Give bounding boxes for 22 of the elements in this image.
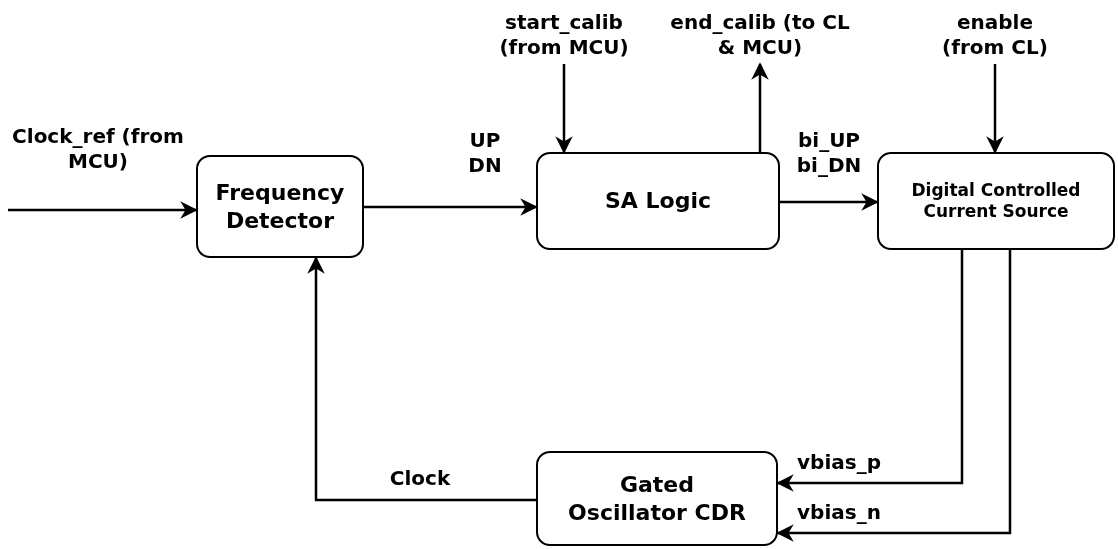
edge-label: bi_UP bi_DN: [795, 128, 863, 178]
arrow: [555, 64, 573, 154]
arrow: [751, 62, 769, 152]
arrow: [776, 250, 1012, 542]
arrow: [776, 250, 964, 492]
arrow: [364, 198, 538, 216]
arrow: [986, 64, 1004, 154]
signal-label: start_calib (from MCU): [484, 6, 644, 64]
signal-label: end_calib (to CL & MCU): [660, 6, 860, 64]
process-box: Frequency Detector: [196, 155, 364, 258]
edge-label: Clock_ref (from MCU): [11, 124, 185, 174]
process-box: Gated Oscillator CDR: [536, 451, 778, 546]
edge-label: Clock: [388, 466, 452, 491]
process-box: SA Logic: [536, 152, 780, 250]
edge-label: UP DN: [467, 128, 503, 178]
arrow: [780, 193, 879, 211]
edge-label: vbias_n: [796, 500, 882, 525]
process-box: Digital Controlled Current Source: [877, 152, 1115, 250]
arrow: [307, 256, 536, 502]
arrow: [8, 201, 198, 219]
signal-label: enable (from CL): [925, 6, 1065, 64]
edge-label: vbias_p: [796, 450, 882, 475]
